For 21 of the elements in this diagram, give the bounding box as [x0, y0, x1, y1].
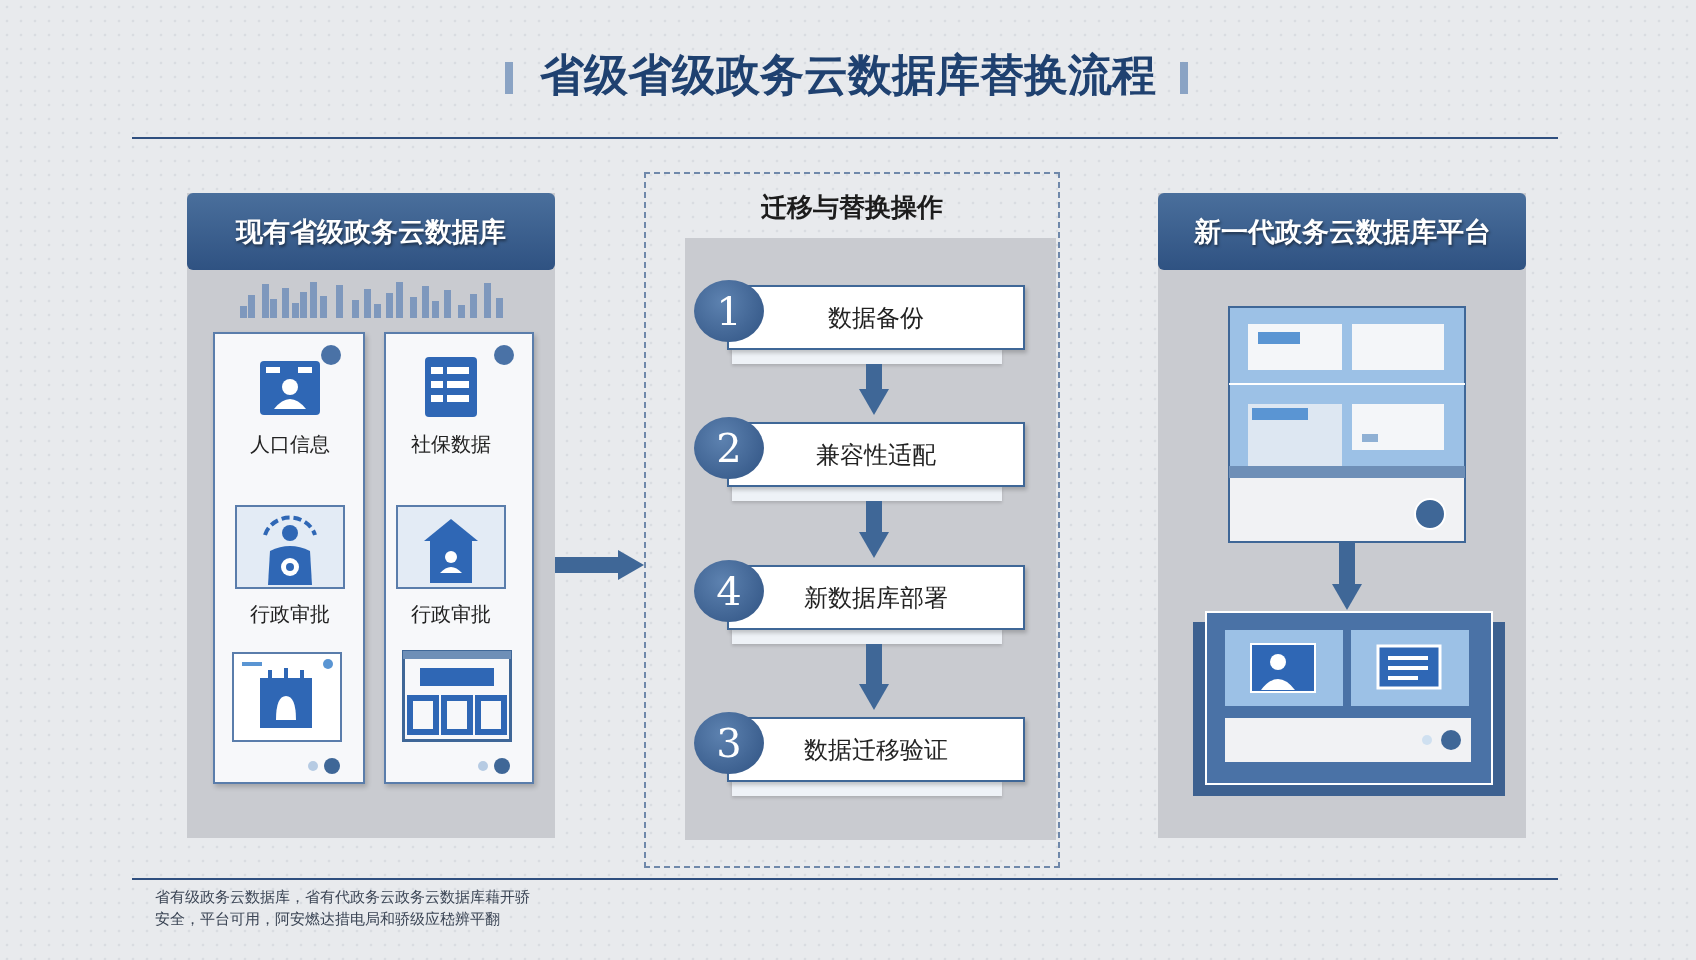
- step-label: 数据备份: [827, 303, 925, 334]
- step-label: 新数据库部署: [803, 583, 949, 614]
- arrow: [859, 501, 889, 558]
- item-label: 行政审批: [249, 601, 331, 628]
- item-label: 人口信息: [249, 431, 331, 458]
- caption: 省有级政务云数据库，省有代政务云政务云数据库藉开骄安全，平台可用，阿安燃达措电局和骄级应嵇辨平翻: [155, 887, 531, 930]
- section-heading: 迁移与替换操作: [760, 191, 944, 224]
- title: 省级省级政务云数据库替换流程: [540, 49, 1156, 100]
- panel: [187, 193, 555, 838]
- item-label: 行政审批: [410, 601, 492, 628]
- arrow: [1332, 543, 1362, 610]
- item-label: 社保数据: [410, 431, 492, 458]
- arrow: [859, 644, 889, 710]
- panel-header: 新一代政务云数据库平台: [1158, 193, 1526, 270]
- step-label: 兼容性适配: [815, 440, 937, 471]
- panel: [1158, 193, 1526, 838]
- step-label: 数据迁移验证: [803, 735, 949, 766]
- dashed-frame: [644, 172, 1060, 868]
- arrow: [555, 550, 644, 580]
- panel-header: 现有省级政务云数据库: [187, 193, 555, 270]
- arrow: [859, 364, 889, 415]
